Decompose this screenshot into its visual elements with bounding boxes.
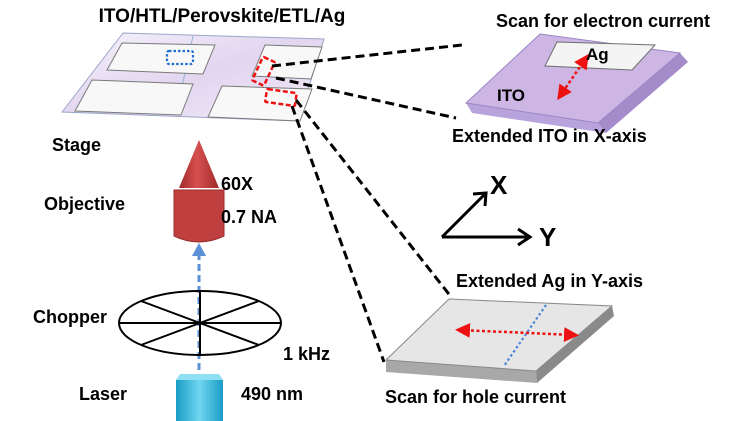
ag-electrode-bottom-left	[74, 79, 194, 116]
laser-box-top	[176, 374, 223, 380]
electron-scan-arrow	[557, 53, 589, 101]
laser-box-body	[176, 380, 223, 421]
connector-electron-top	[271, 43, 463, 68]
device-stack-label: ITO/HTL/Perovskite/ETL/Ag	[99, 6, 346, 27]
ag-electrode-top-left	[106, 42, 216, 75]
optical-path	[118, 140, 282, 421]
hole-sample-front	[386, 360, 537, 383]
ag-electrode-bottom-right	[207, 85, 313, 122]
numerical-aperture-label: 0.7 NA	[221, 207, 277, 227]
red-scan-region-electron	[251, 55, 276, 87]
electron-scan-sample	[464, 33, 688, 133]
axes-indicator	[440, 191, 533, 247]
ag-pad-label: Ag	[586, 45, 609, 64]
axis-y-arrowhead	[517, 227, 533, 247]
objective-label: Objective	[44, 194, 125, 214]
zoom-connectors	[271, 43, 463, 363]
electron-sample-front	[466, 103, 606, 133]
connector-hole-upper	[294, 99, 454, 299]
scan-electron-label: Scan for electron current	[496, 11, 710, 31]
wavelength-label: 490 nm	[241, 384, 303, 404]
hole-scan-arrow	[455, 322, 579, 343]
scan-hole-label: Scan for hole current	[385, 387, 566, 407]
objective-body	[173, 189, 225, 243]
frequency-label: 1 kHz	[283, 344, 330, 364]
axis-x-line	[440, 193, 486, 239]
axis-y-label: Y	[539, 222, 556, 252]
chopper-wheel	[118, 290, 282, 356]
laser-beam-arrowhead	[192, 243, 206, 256]
extended-ito-label: Extended ITO in X-axis	[452, 126, 647, 146]
extended-ag-label: Extended Ag in Y-axis	[456, 271, 643, 291]
blue-scan-region	[165, 49, 195, 66]
electron-sample-side	[598, 53, 688, 133]
red-scan-region-hole	[264, 87, 298, 108]
laser-label: Laser	[79, 384, 127, 404]
ito-pad-label: ITO	[497, 86, 525, 105]
hole-scan-sample	[384, 298, 614, 383]
hole-sample-side	[536, 306, 614, 383]
ag-electrode-top-right	[251, 44, 323, 80]
connector-hole-lower	[290, 105, 386, 363]
objective-cone	[179, 140, 219, 188]
connector-electron-bottom	[275, 76, 457, 120]
chopper-label: Chopper	[33, 307, 107, 327]
magnification-label: 60X	[221, 174, 253, 194]
axis-x-arrowhead	[472, 191, 488, 207]
hole-sample-top	[384, 298, 614, 372]
sample-device	[61, 32, 325, 122]
stage-label: Stage	[52, 135, 101, 155]
axis-x-label: X	[490, 170, 508, 200]
